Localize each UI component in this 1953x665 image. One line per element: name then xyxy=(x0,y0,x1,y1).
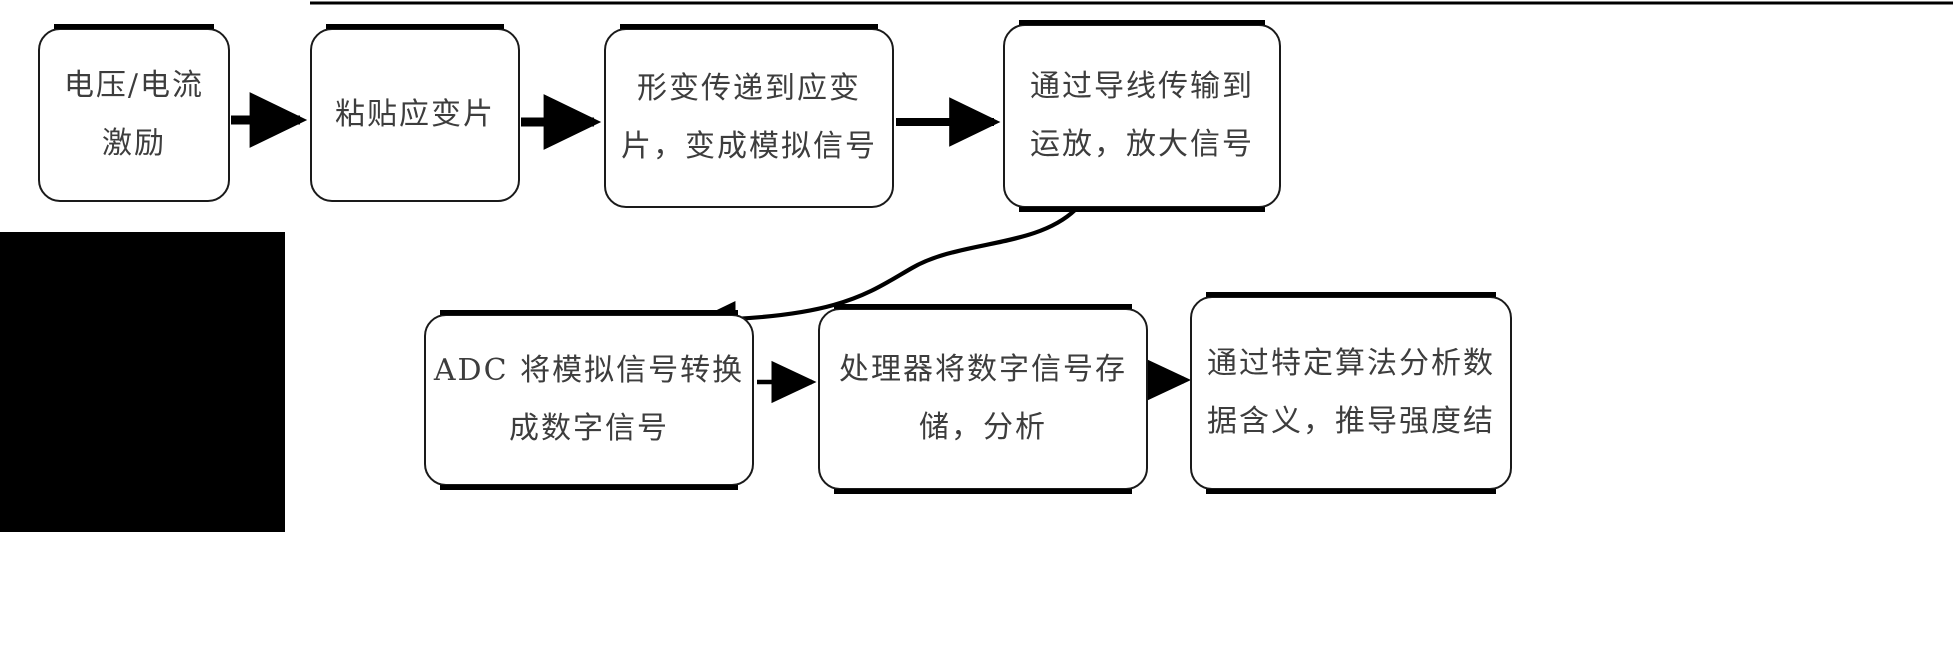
black-rectangle-artifact xyxy=(0,232,285,532)
node-adc-convert-line-1: ADC 将模拟信号转换 xyxy=(433,352,745,388)
node-excitation-line-1: 电压/电流 xyxy=(63,67,205,103)
node-algorithm-analysis-line-1: 通过特定算法分析数 xyxy=(1207,345,1495,381)
node-processor-store-analyze-line-2: 储，分析 xyxy=(919,410,1047,445)
node-processor-store-analyze[interactable]: 处理器将数字信号存 储，分析 xyxy=(818,304,1148,494)
node-attach-strain-gauge-line-1: 粘贴应变片 xyxy=(335,96,495,132)
node-deformation-to-analog[interactable]: 形变传递到应变 片，变成模拟信号 xyxy=(604,24,894,208)
node-algorithm-analysis-line-2: 据含义，推导强度结 xyxy=(1207,404,1495,439)
node-processor-store-analyze-line-1: 处理器将数字信号存 xyxy=(839,351,1127,387)
node-algorithm-analysis[interactable]: 通过特定算法分析数 据含义，推导强度结 xyxy=(1190,292,1512,494)
node-excitation[interactable]: 电压/电流 激励 xyxy=(38,24,230,202)
node-wire-to-opamp-line-1: 通过导线传输到 xyxy=(1030,68,1254,104)
node-deformation-to-analog-line-2: 片，变成模拟信号 xyxy=(621,129,877,164)
node-excitation-line-2: 激励 xyxy=(102,126,166,161)
node-deformation-to-analog-line-1: 形变传递到应变 xyxy=(637,70,861,106)
node-adc-convert[interactable]: ADC 将模拟信号转换 成数字信号 xyxy=(424,310,754,490)
node-adc-convert-line-2: 成数字信号 xyxy=(509,411,669,446)
node-attach-strain-gauge[interactable]: 粘贴应变片 xyxy=(310,24,520,202)
node-wire-to-opamp[interactable]: 通过导线传输到 运放，放大信号 xyxy=(1003,20,1281,212)
node-wire-to-opamp-line-2: 运放，放大信号 xyxy=(1030,127,1254,162)
